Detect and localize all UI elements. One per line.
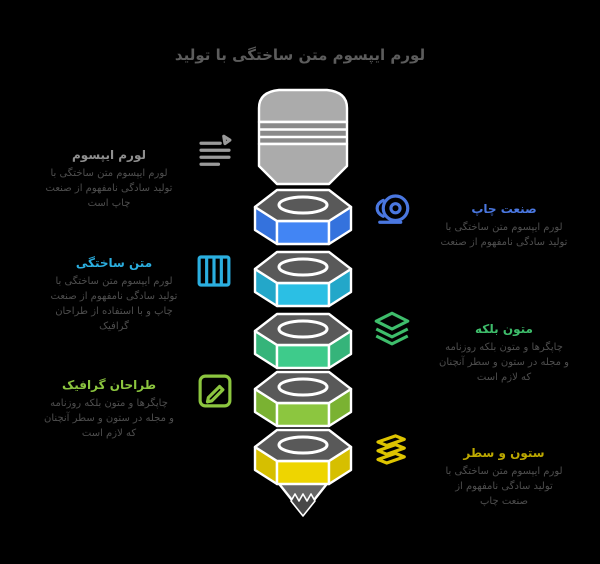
segment-cyan-hole-ring bbox=[277, 257, 329, 277]
segment-green-hole-ring bbox=[277, 319, 329, 339]
pencil-illustration bbox=[253, 88, 353, 517]
pencil-lead bbox=[290, 493, 316, 517]
text-block-level-2: متن ساختگی لورم ایپسوم متن ساختگی با تول… bbox=[38, 256, 190, 334]
text-block-level-1: لورم ایپسوم لورم ایپسوم متن ساختگی با تو… bbox=[30, 148, 188, 211]
block-line: صنعت چاپ bbox=[480, 496, 528, 507]
block-line: چاپگرها و متون بلکه روزنامه bbox=[50, 398, 168, 409]
segment-green-top-face bbox=[253, 312, 353, 347]
text-block-level-6: ستون و سطر لورم ایپسوم متن ساختگی با تول… bbox=[420, 446, 588, 509]
block-line: تولید سادگی نامفهوم از صنعت bbox=[45, 183, 173, 194]
segment-yellow-front-face bbox=[275, 459, 331, 486]
block-line: و مجله در ستون و سطر آنچنان bbox=[44, 413, 174, 424]
eraser-band bbox=[257, 120, 349, 146]
segment-blue-hole-ring bbox=[277, 195, 329, 215]
block-line: و مجله در ستون و سطر آنچنان bbox=[439, 357, 569, 368]
block-line: که لازم است bbox=[476, 372, 532, 383]
text-block-level-5: متون بلکه چاپگرها و متون بلکه روزنامه و … bbox=[420, 322, 588, 385]
block-heading: ستون و سطر bbox=[463, 446, 545, 460]
segment-light-green-hole-ring bbox=[277, 377, 329, 397]
block-line: تولید سادگی نامفهوم از bbox=[455, 481, 553, 492]
block-line: لورم ایپسوم متن ساختگی با bbox=[50, 168, 168, 179]
segment-blue-top-face bbox=[253, 188, 353, 223]
segment-cyan-front-face bbox=[275, 281, 331, 308]
segment-green-front-face bbox=[275, 343, 331, 370]
block-heading: طراحان گرافیک bbox=[61, 378, 157, 392]
block-line: لورم ایپسوم متن ساختگی با bbox=[445, 466, 563, 477]
block-line: گرافیک bbox=[99, 321, 129, 332]
columns-grid-icon bbox=[193, 250, 235, 292]
text-block-level-3: طراحان گرافیک چاپگرها و متون بلکه روزنام… bbox=[30, 378, 188, 441]
block-heading: صنعت چاپ bbox=[471, 202, 537, 216]
text-lines-icon bbox=[194, 131, 236, 173]
block-line: چاپ و با استفاده از طراحان bbox=[55, 306, 173, 317]
segment-yellow-hole-ring bbox=[277, 435, 329, 455]
segment-light-green-top-face bbox=[253, 370, 353, 405]
page-title: لورم ایپسوم متن ساختگی با تولید bbox=[174, 46, 426, 64]
layers-icon bbox=[371, 308, 413, 350]
block-line: که لازم است bbox=[81, 428, 137, 439]
block-line: چاپگرها و متون بلکه روزنامه bbox=[445, 342, 563, 353]
segment-yellow-top-face bbox=[253, 428, 353, 463]
segment-light-green-front-face bbox=[275, 401, 331, 428]
stacked-books-icon bbox=[371, 428, 413, 470]
block-heading: لورم ایپسوم bbox=[72, 148, 146, 162]
block-line: تولید سادگی نامفهوم از صنعت bbox=[440, 237, 568, 248]
block-heading: متن ساختگی bbox=[75, 256, 153, 270]
edit-pencil-icon bbox=[194, 370, 236, 412]
eraser-body bbox=[257, 142, 349, 186]
block-line: چاپ است bbox=[87, 198, 131, 209]
block-heading: متون بلکه bbox=[475, 322, 533, 336]
segment-blue-front-face bbox=[275, 219, 331, 246]
block-line: تولید سادگی نامفهوم از صنعت bbox=[50, 291, 178, 302]
block-line: لورم ایپسوم متن ساختگی با bbox=[55, 276, 173, 287]
tape-roll-icon bbox=[371, 189, 413, 231]
eraser-top bbox=[257, 88, 349, 124]
segment-cyan-top-face bbox=[253, 250, 353, 285]
text-block-level-4: صنعت چاپ لورم ایپسوم متن ساختگی با تولید… bbox=[420, 202, 588, 250]
block-line: لورم ایپسوم متن ساختگی با bbox=[445, 222, 563, 233]
